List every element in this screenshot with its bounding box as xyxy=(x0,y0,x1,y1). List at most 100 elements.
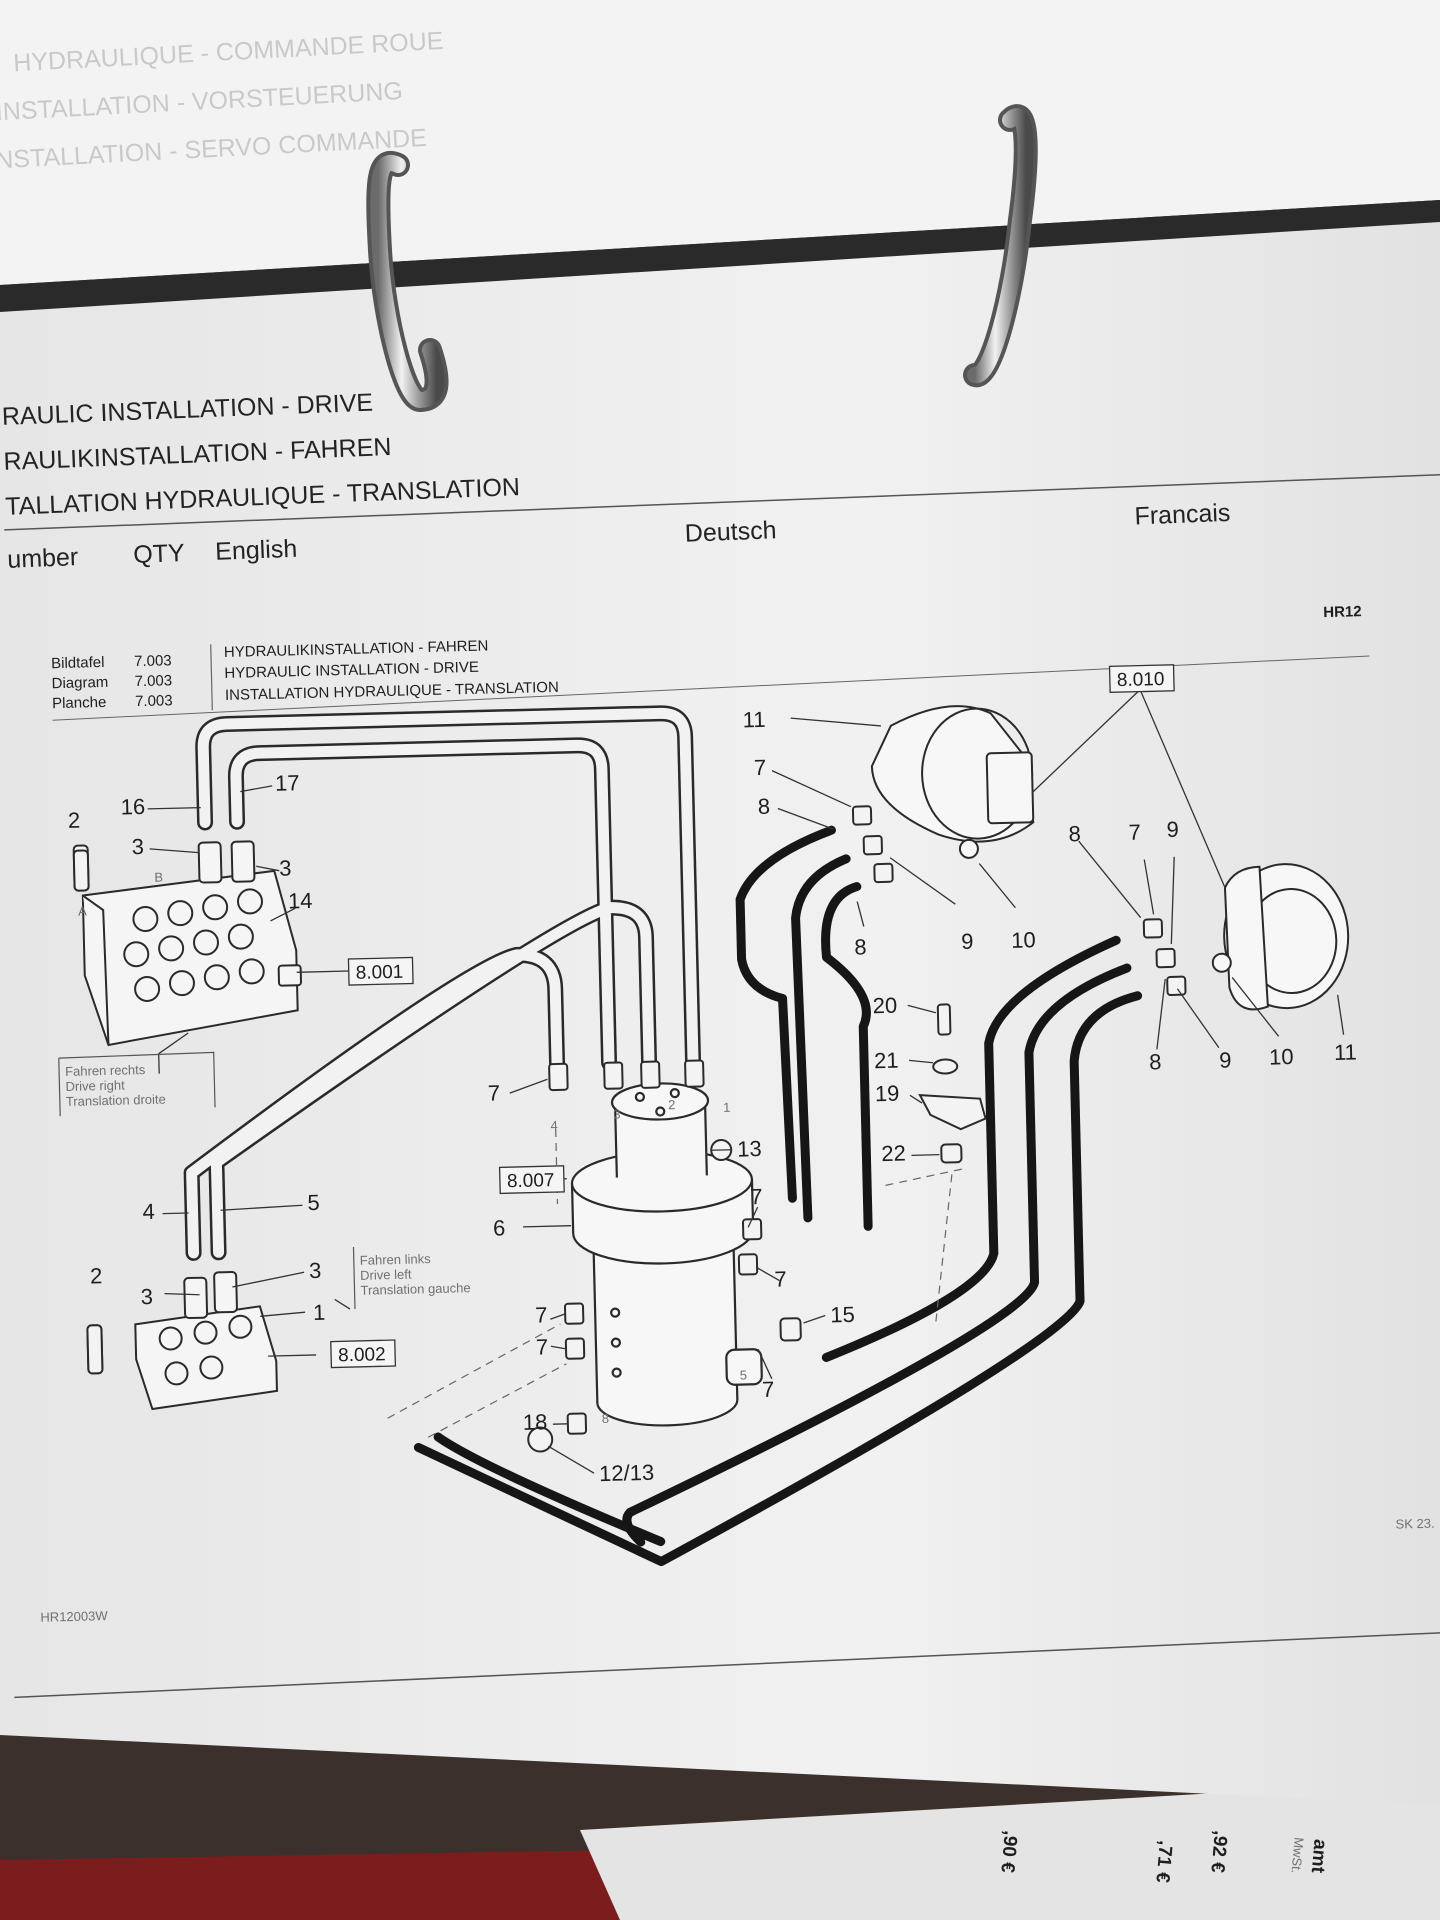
ref-box-8001: 8.001 xyxy=(347,956,414,986)
part-label: 7 xyxy=(1128,820,1141,845)
ref-8007: 8.007 xyxy=(507,1170,555,1192)
port-label-1: 1 xyxy=(723,1100,731,1115)
under-sheet xyxy=(580,1780,1440,1920)
part-label: 9 xyxy=(1219,1047,1232,1072)
plate-model: HR12 xyxy=(1323,603,1362,621)
ref-8001: 8.001 xyxy=(356,962,404,984)
price-1: ,92 € xyxy=(1206,1830,1231,1874)
part-label: 8 xyxy=(1068,821,1081,846)
part-label: 3 xyxy=(279,855,292,880)
sheet-heading-1: amt xyxy=(1307,1838,1331,1874)
plate-label-diagram: Diagram xyxy=(51,674,108,692)
port-label-a: A xyxy=(78,903,87,918)
part-label: 15 xyxy=(830,1302,855,1328)
part-label: 7 xyxy=(754,755,767,780)
port-label-5: 5 xyxy=(740,1367,748,1382)
part-label: 17 xyxy=(275,770,300,796)
part-label: 16 xyxy=(120,794,145,820)
part-label: 3 xyxy=(131,834,144,859)
plate-title-de: HYDRAULIKINSTALLATION - FAHREN xyxy=(224,638,489,661)
part-label: 11 xyxy=(1334,1039,1357,1065)
part-label: 9 xyxy=(961,929,974,954)
note-drive-right-en: Drive right xyxy=(65,1078,125,1094)
port-label-3: 3 xyxy=(613,1106,621,1121)
part-label: 7 xyxy=(762,1377,775,1402)
col-deutsch: Deutsch xyxy=(684,516,777,548)
binder-ring-right xyxy=(963,104,1038,387)
binder-spine xyxy=(0,200,1440,312)
part-label: 2 xyxy=(90,1263,103,1288)
note-drive-left: Fahren links Drive left Translation gauc… xyxy=(352,1246,471,1309)
part-label: 1 xyxy=(313,1300,326,1325)
part-label: 8 xyxy=(758,794,771,819)
note-drive-left-fr: Translation gauche xyxy=(360,1280,470,1298)
part-label: 7 xyxy=(774,1266,787,1291)
drive-motor-upper xyxy=(870,705,1035,859)
plate-info: Bildtafel 7.003 Diagram 7.003 Planche 7.… xyxy=(51,603,1370,721)
under-sheet-text: ,92 € xyxy=(1206,1830,1231,1874)
price-3: ,90 € xyxy=(996,1830,1021,1874)
port-label-4: 4 xyxy=(550,1118,558,1133)
sk-code: SK 23. xyxy=(1395,1516,1434,1532)
part-label: 7 xyxy=(487,1080,500,1105)
part-label: 14 xyxy=(288,888,313,914)
part-label: 7 xyxy=(535,1302,548,1327)
note-drive-right-fr: Translation droite xyxy=(66,1092,166,1109)
col-francais: Francais xyxy=(1134,499,1231,531)
plate-label-bildtafel: Bildtafel xyxy=(51,654,105,672)
part-label: 10 xyxy=(1269,1044,1294,1070)
part-label: 4 xyxy=(142,1199,155,1224)
col-english: English xyxy=(215,535,298,566)
part-label: 7 xyxy=(536,1334,549,1359)
footer-rule xyxy=(14,1631,1440,1699)
leader-lines xyxy=(147,689,1345,1474)
col-number: umber xyxy=(7,543,79,574)
hydraulic-hoses xyxy=(413,825,1143,1567)
plate-value-diagram: 7.003 xyxy=(134,672,172,690)
part-label: 2 xyxy=(68,808,81,833)
part-label: 18 xyxy=(523,1409,548,1435)
header-rule xyxy=(4,473,1440,531)
note-drive-left-en: Drive left xyxy=(360,1267,412,1283)
ref-box-8010: 8.010 xyxy=(1108,664,1175,694)
part-label: 19 xyxy=(875,1081,900,1107)
ref-8002: 8.002 xyxy=(338,1344,386,1366)
note-drive-right-de: Fahren rechts xyxy=(65,1062,146,1079)
part-label: 3 xyxy=(140,1284,153,1309)
part-label: 7 xyxy=(750,1184,763,1209)
back-page xyxy=(0,0,1440,285)
port-label-8: 8 xyxy=(602,1411,610,1426)
ref-8010: 8.010 xyxy=(1117,669,1165,691)
ref-box-8007: 8.007 xyxy=(498,1165,565,1195)
plate-label-planche: Planche xyxy=(52,694,107,712)
port-label-2: 2 xyxy=(668,1097,676,1112)
ref-box-8002: 8.002 xyxy=(330,1339,397,1369)
fittings xyxy=(72,805,1187,1453)
part-label: 9 xyxy=(1166,817,1179,842)
part-label: 20 xyxy=(872,993,897,1019)
part-label: 12/13 xyxy=(599,1460,655,1486)
rotary-joint xyxy=(570,1082,763,1427)
note-drive-right: Fahren rechts Drive right Translation dr… xyxy=(58,1051,216,1117)
sheet-heading-2: MwSt. xyxy=(1289,1837,1307,1874)
drawing-code: HR12003W xyxy=(40,1608,108,1625)
plate-value-planche: 7.003 xyxy=(135,692,173,710)
plate-value-bildtafel: 7.003 xyxy=(134,652,172,670)
drive-motor-lower xyxy=(1211,863,1350,1011)
red-cover xyxy=(0,1850,640,1920)
plate-title-en: HYDRAULIC INSTALLATION - DRIVE xyxy=(224,659,479,682)
part-label: 11 xyxy=(742,707,765,733)
part-labels: 2 16 17 3 3 14 11 7 8 8 9 10 8 7 9 20 21… xyxy=(68,707,1357,1486)
hydraulic-lines xyxy=(183,705,702,1261)
part-label: 3 xyxy=(309,1258,322,1283)
part-label: 5 xyxy=(307,1190,320,1215)
part-label: 10 xyxy=(1011,927,1036,953)
part-label: 6 xyxy=(493,1215,506,1240)
port-label-b: B xyxy=(154,870,163,885)
main-page xyxy=(0,222,1440,1805)
price-2: ,71 € xyxy=(1151,1840,1176,1884)
note-drive-left-de: Fahren links xyxy=(360,1251,432,1268)
part-label: 21 xyxy=(874,1048,899,1074)
